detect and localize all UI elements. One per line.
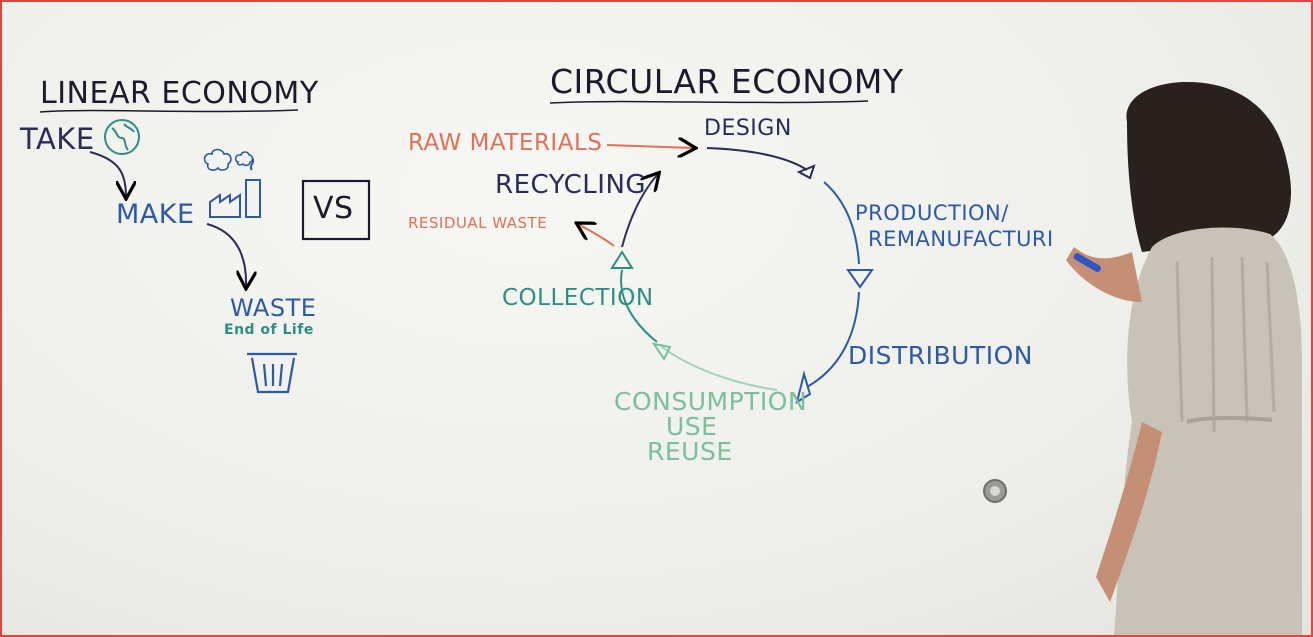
linear-heading-underline: [39, 109, 299, 113]
take-label: TAKE: [20, 122, 95, 156]
collection-label: COLLECTION: [502, 285, 654, 311]
consumption-triangle: [651, 342, 672, 361]
use-label: USE: [666, 412, 718, 441]
raw-materials-label: RAW MATERIALS: [408, 130, 603, 156]
arc-collection-recycling: [620, 269, 658, 343]
vs-box: [301, 179, 371, 241]
factory-icon: [209, 157, 261, 218]
consumption-label: CONSUMPTION: [614, 387, 808, 416]
recycling-label: RECYCLING: [495, 170, 647, 200]
arc-production-distribution: [823, 181, 860, 265]
arc-design-production: [706, 147, 808, 171]
residual-waste-label: RESIDUAL WASTE: [408, 214, 548, 232]
smoke-icon: [203, 148, 254, 171]
make-label: MAKE: [116, 199, 195, 230]
arc-consumption-collection: [661, 346, 778, 391]
globe-icon: [104, 119, 140, 155]
design-triangle: [796, 164, 816, 180]
circular-heading-underline: [549, 100, 869, 104]
trash-can-icon: [247, 352, 297, 394]
end-of-life-label: End of Life: [224, 322, 314, 338]
vs-label: VS: [313, 191, 354, 226]
design-label: DESIGN: [704, 116, 792, 141]
reuse-label: REUSE: [647, 437, 733, 466]
raw-materials-arrow: [606, 145, 694, 148]
residual-waste-arrow: [578, 224, 615, 247]
take-make-arrow: [89, 151, 126, 197]
production-label-line1: PRODUCTION/: [855, 201, 1009, 225]
collection-triangle: [610, 250, 634, 269]
recycling-arrow: [621, 174, 658, 248]
production-label-line2: REMANUFACTURI: [868, 227, 1054, 251]
person-writing: [1066, 82, 1302, 635]
circular-economy-heading: CIRCULAR ECONOMY: [550, 62, 904, 101]
distribution-label: DISTRIBUTION: [848, 341, 1033, 370]
production-triangle: [846, 269, 874, 289]
arc-distribution-consumption: [806, 291, 860, 388]
waste-label: WASTE: [230, 294, 317, 322]
linear-economy-heading: LINEAR ECONOMY: [40, 76, 319, 111]
make-waste-arrow: [206, 223, 246, 287]
distribution-triangle: [795, 370, 812, 405]
